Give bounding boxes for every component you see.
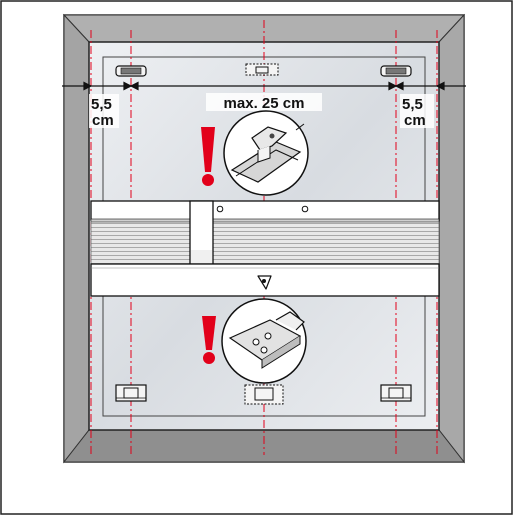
exclamation-icon-bottom [202, 316, 216, 364]
top-rail [90, 200, 440, 223]
bottom-center-bracket [244, 384, 284, 405]
exclamation-icon [201, 127, 215, 186]
dimension-line-center [129, 81, 398, 91]
pleated-fabric [90, 221, 440, 265]
top-left-bracket [115, 65, 147, 77]
right-margin-unit: cm [404, 112, 426, 129]
bottom-bracket-clip-icon [221, 298, 307, 384]
top-right-bracket [380, 65, 412, 77]
top-bracket-clip-icon [223, 110, 309, 196]
dimension-line-left [62, 81, 133, 91]
frame-bevel-right [438, 13, 465, 464]
dimension-line-right [394, 81, 466, 91]
bottom-left-bracket [115, 384, 147, 402]
left-margin-value: 5,5 [91, 96, 112, 113]
bottom-right-bracket [380, 384, 412, 402]
bottom-rail [90, 263, 440, 297]
left-margin-unit: cm [92, 112, 114, 129]
top-center-bracket [245, 63, 279, 76]
center-span-label: max. 25 cm [224, 95, 305, 112]
frame-bevel-bottom [62, 429, 466, 463]
right-margin-value: 5,5 [402, 96, 423, 113]
frame-bevel-left [63, 13, 90, 464]
